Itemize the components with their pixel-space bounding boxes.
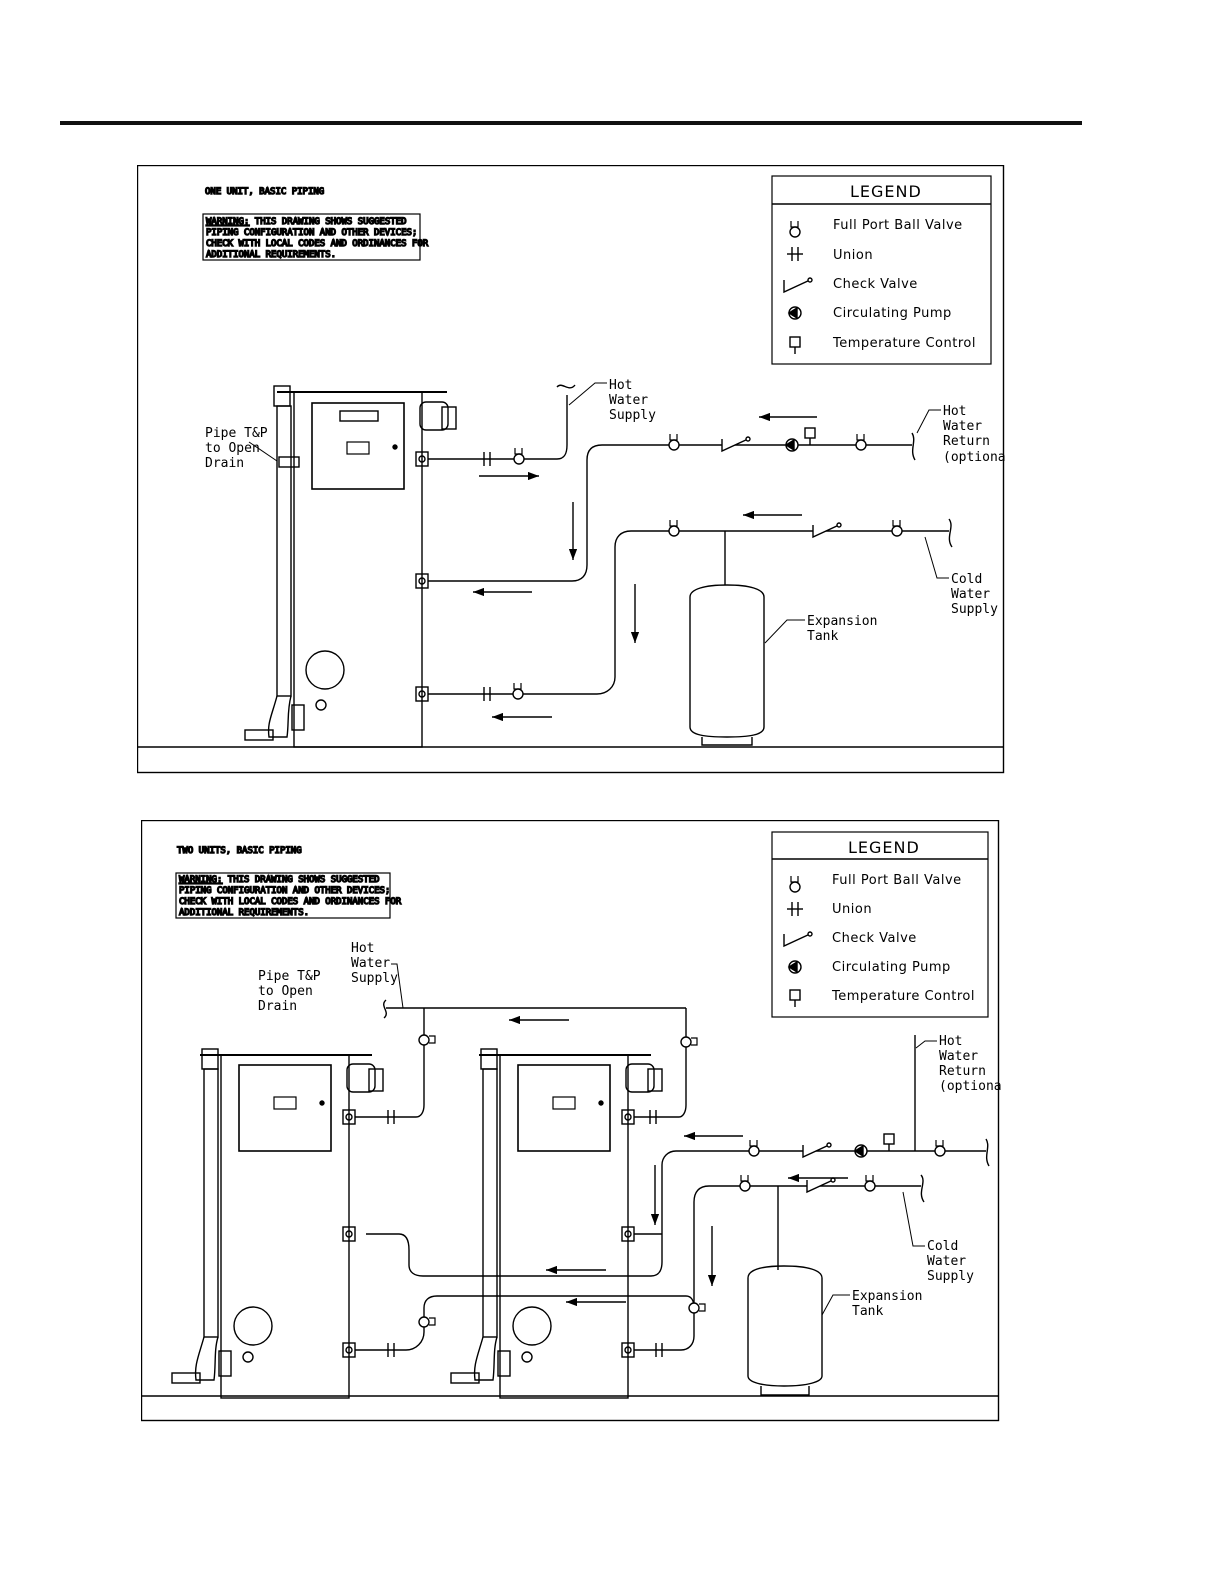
label-hot-water-supply: Hot Water Supply <box>609 378 656 423</box>
svg-text:Supply: Supply <box>927 1269 974 1284</box>
legend-label-temp-control: Temperature Control <box>832 336 976 351</box>
svg-text:Supply: Supply <box>351 971 398 986</box>
svg-text:Pipe T&P: Pipe T&P <box>258 969 321 984</box>
svg-text:Water: Water <box>609 393 648 408</box>
warning-line-4: ADDITIONAL REQUIREMENTS. <box>179 908 309 918</box>
warning-text-1: THIS DRAWING SHOWS SUGGESTED <box>249 217 406 227</box>
temperature-control-icon <box>789 336 801 355</box>
diagram-title: TWO UNITS, BASIC PIPING <box>177 846 302 856</box>
warning-line-1: WARNING: THIS DRAWING SHOWS SUGGESTED <box>206 217 407 227</box>
legend-title: LEGEND <box>848 838 920 857</box>
legend-label-pump: Circulating Pump <box>833 306 952 321</box>
legend: LEGEND Full Port Ball Valve Union Check … <box>771 831 989 1018</box>
hot-supply-piping <box>355 999 698 1125</box>
label-tp-drain: Pipe T&P to Open Drain <box>258 969 321 1014</box>
warning-line-1: WARNING: THIS DRAWING SHOWS SUGGESTED <box>179 875 380 885</box>
circulating-pump-icon <box>788 960 802 974</box>
legend-label-temp-control: Temperature Control <box>831 989 975 1004</box>
warning-text-1: THIS DRAWING SHOWS SUGGESTED <box>222 875 379 885</box>
label-cold-water-supply: Cold Water Supply <box>951 572 998 617</box>
svg-text:Water: Water <box>927 1254 966 1269</box>
header-rule <box>60 121 1082 125</box>
svg-text:Hot: Hot <box>943 404 966 419</box>
diagram-title: ONE UNIT, BASIC PIPING <box>205 187 324 197</box>
label-hot-water-return: Hot Water Return (optional) <box>939 1034 1002 1094</box>
cold-supply-piping <box>355 1173 925 1358</box>
legend-label-union: Union <box>833 248 873 263</box>
svg-text:to Open: to Open <box>205 441 260 456</box>
svg-text:Tank: Tank <box>807 629 838 644</box>
water-heater-unit-2 <box>450 1048 663 1399</box>
warning-line-2: PIPING CONFIGURATION AND OTHER DEVICES; <box>206 228 417 238</box>
svg-text:Drain: Drain <box>205 456 244 471</box>
control-panel <box>311 402 405 490</box>
svg-text:(optional): (optional) <box>939 1079 1002 1094</box>
svg-text:Pipe T&P: Pipe T&P <box>205 426 268 441</box>
diagram-two-units: TWO UNITS, BASIC PIPING WARNING: THIS DR… <box>141 820 1002 1425</box>
label-hot-water-return: Hot Water Return (optional) <box>943 404 1005 465</box>
legend-label-check-valve: Check Valve <box>832 931 917 946</box>
svg-text:Return: Return <box>943 434 990 449</box>
legend: LEGEND Full Port Ball Valve Union Check … <box>771 175 992 365</box>
svg-text:Expansion: Expansion <box>807 614 877 629</box>
hot-return-piping <box>428 412 916 597</box>
svg-text:Hot: Hot <box>609 378 632 393</box>
svg-text:Expansion: Expansion <box>852 1289 922 1304</box>
warning-box <box>202 213 421 261</box>
diagram-frame <box>141 820 1000 1422</box>
warning-line-3: CHECK WITH LOCAL CODES AND ORDINANCES FO… <box>179 897 402 907</box>
warning-line-4: ADDITIONAL REQUIREMENTS. <box>206 250 336 260</box>
label-tp-drain: Pipe T&P to Open Drain <box>205 426 268 471</box>
display-screen <box>346 441 370 455</box>
svg-text:Cold: Cold <box>951 572 982 587</box>
label-expansion-tank: Expansion Tank <box>852 1289 922 1319</box>
legend-title: LEGEND <box>850 182 922 201</box>
legend-label-ball-valve: Full Port Ball Valve <box>832 873 962 888</box>
union-icon <box>787 901 803 917</box>
diagram-frame <box>137 165 1005 774</box>
legend-label-pump: Circulating Pump <box>832 960 951 975</box>
cold-supply-piping <box>428 510 953 722</box>
warning-prefix: WARNING: <box>206 217 249 227</box>
ball-valve-icon <box>789 220 801 238</box>
warning-line-2: PIPING CONFIGURATION AND OTHER DEVICES; <box>179 886 390 896</box>
hot-return-piping <box>366 1035 990 1277</box>
legend-label-ball-valve: Full Port Ball Valve <box>833 218 963 233</box>
label-hot-water-supply: Hot Water Supply <box>351 941 398 986</box>
svg-text:Water: Water <box>939 1049 978 1064</box>
warning-line-3: CHECK WITH LOCAL CODES AND ORDINANCES FO… <box>206 239 429 249</box>
svg-text:Drain: Drain <box>258 999 297 1014</box>
svg-text:Cold: Cold <box>927 1239 958 1254</box>
svg-text:to Open: to Open <box>258 984 313 999</box>
svg-text:Water: Water <box>943 419 982 434</box>
warning-box <box>175 872 391 919</box>
hot-supply-piping <box>428 384 576 481</box>
water-heater-unit-1 <box>171 1048 384 1399</box>
water-heater-unit <box>244 385 457 748</box>
svg-text:Hot: Hot <box>939 1034 962 1049</box>
warning-prefix: WARNING: <box>179 875 222 885</box>
diagram-one-unit: ONE UNIT, BASIC PIPING WARNING: THIS DRA… <box>137 165 1005 775</box>
check-valve-icon <box>783 931 813 947</box>
svg-text:Supply: Supply <box>951 602 998 617</box>
svg-text:Tank: Tank <box>852 1304 883 1319</box>
svg-text:Water: Water <box>951 587 990 602</box>
svg-text:Water: Water <box>351 956 390 971</box>
expansion-tank <box>689 584 765 746</box>
union-icon <box>787 246 803 262</box>
check-valve-icon <box>783 277 813 293</box>
svg-text:Return: Return <box>939 1064 986 1079</box>
svg-text:(optional): (optional) <box>943 450 1005 465</box>
label-expansion-tank: Expansion Tank <box>807 614 877 644</box>
ball-valve-icon <box>789 875 801 893</box>
legend-label-check-valve: Check Valve <box>833 277 918 292</box>
circulating-pump-icon <box>788 306 802 320</box>
temperature-control-icon <box>789 989 801 1008</box>
legend-label-union: Union <box>832 902 872 917</box>
label-cold-water-supply: Cold Water Supply <box>927 1239 974 1284</box>
expansion-tank <box>747 1265 823 1396</box>
svg-text:Supply: Supply <box>609 408 656 423</box>
svg-text:Hot: Hot <box>351 941 374 956</box>
